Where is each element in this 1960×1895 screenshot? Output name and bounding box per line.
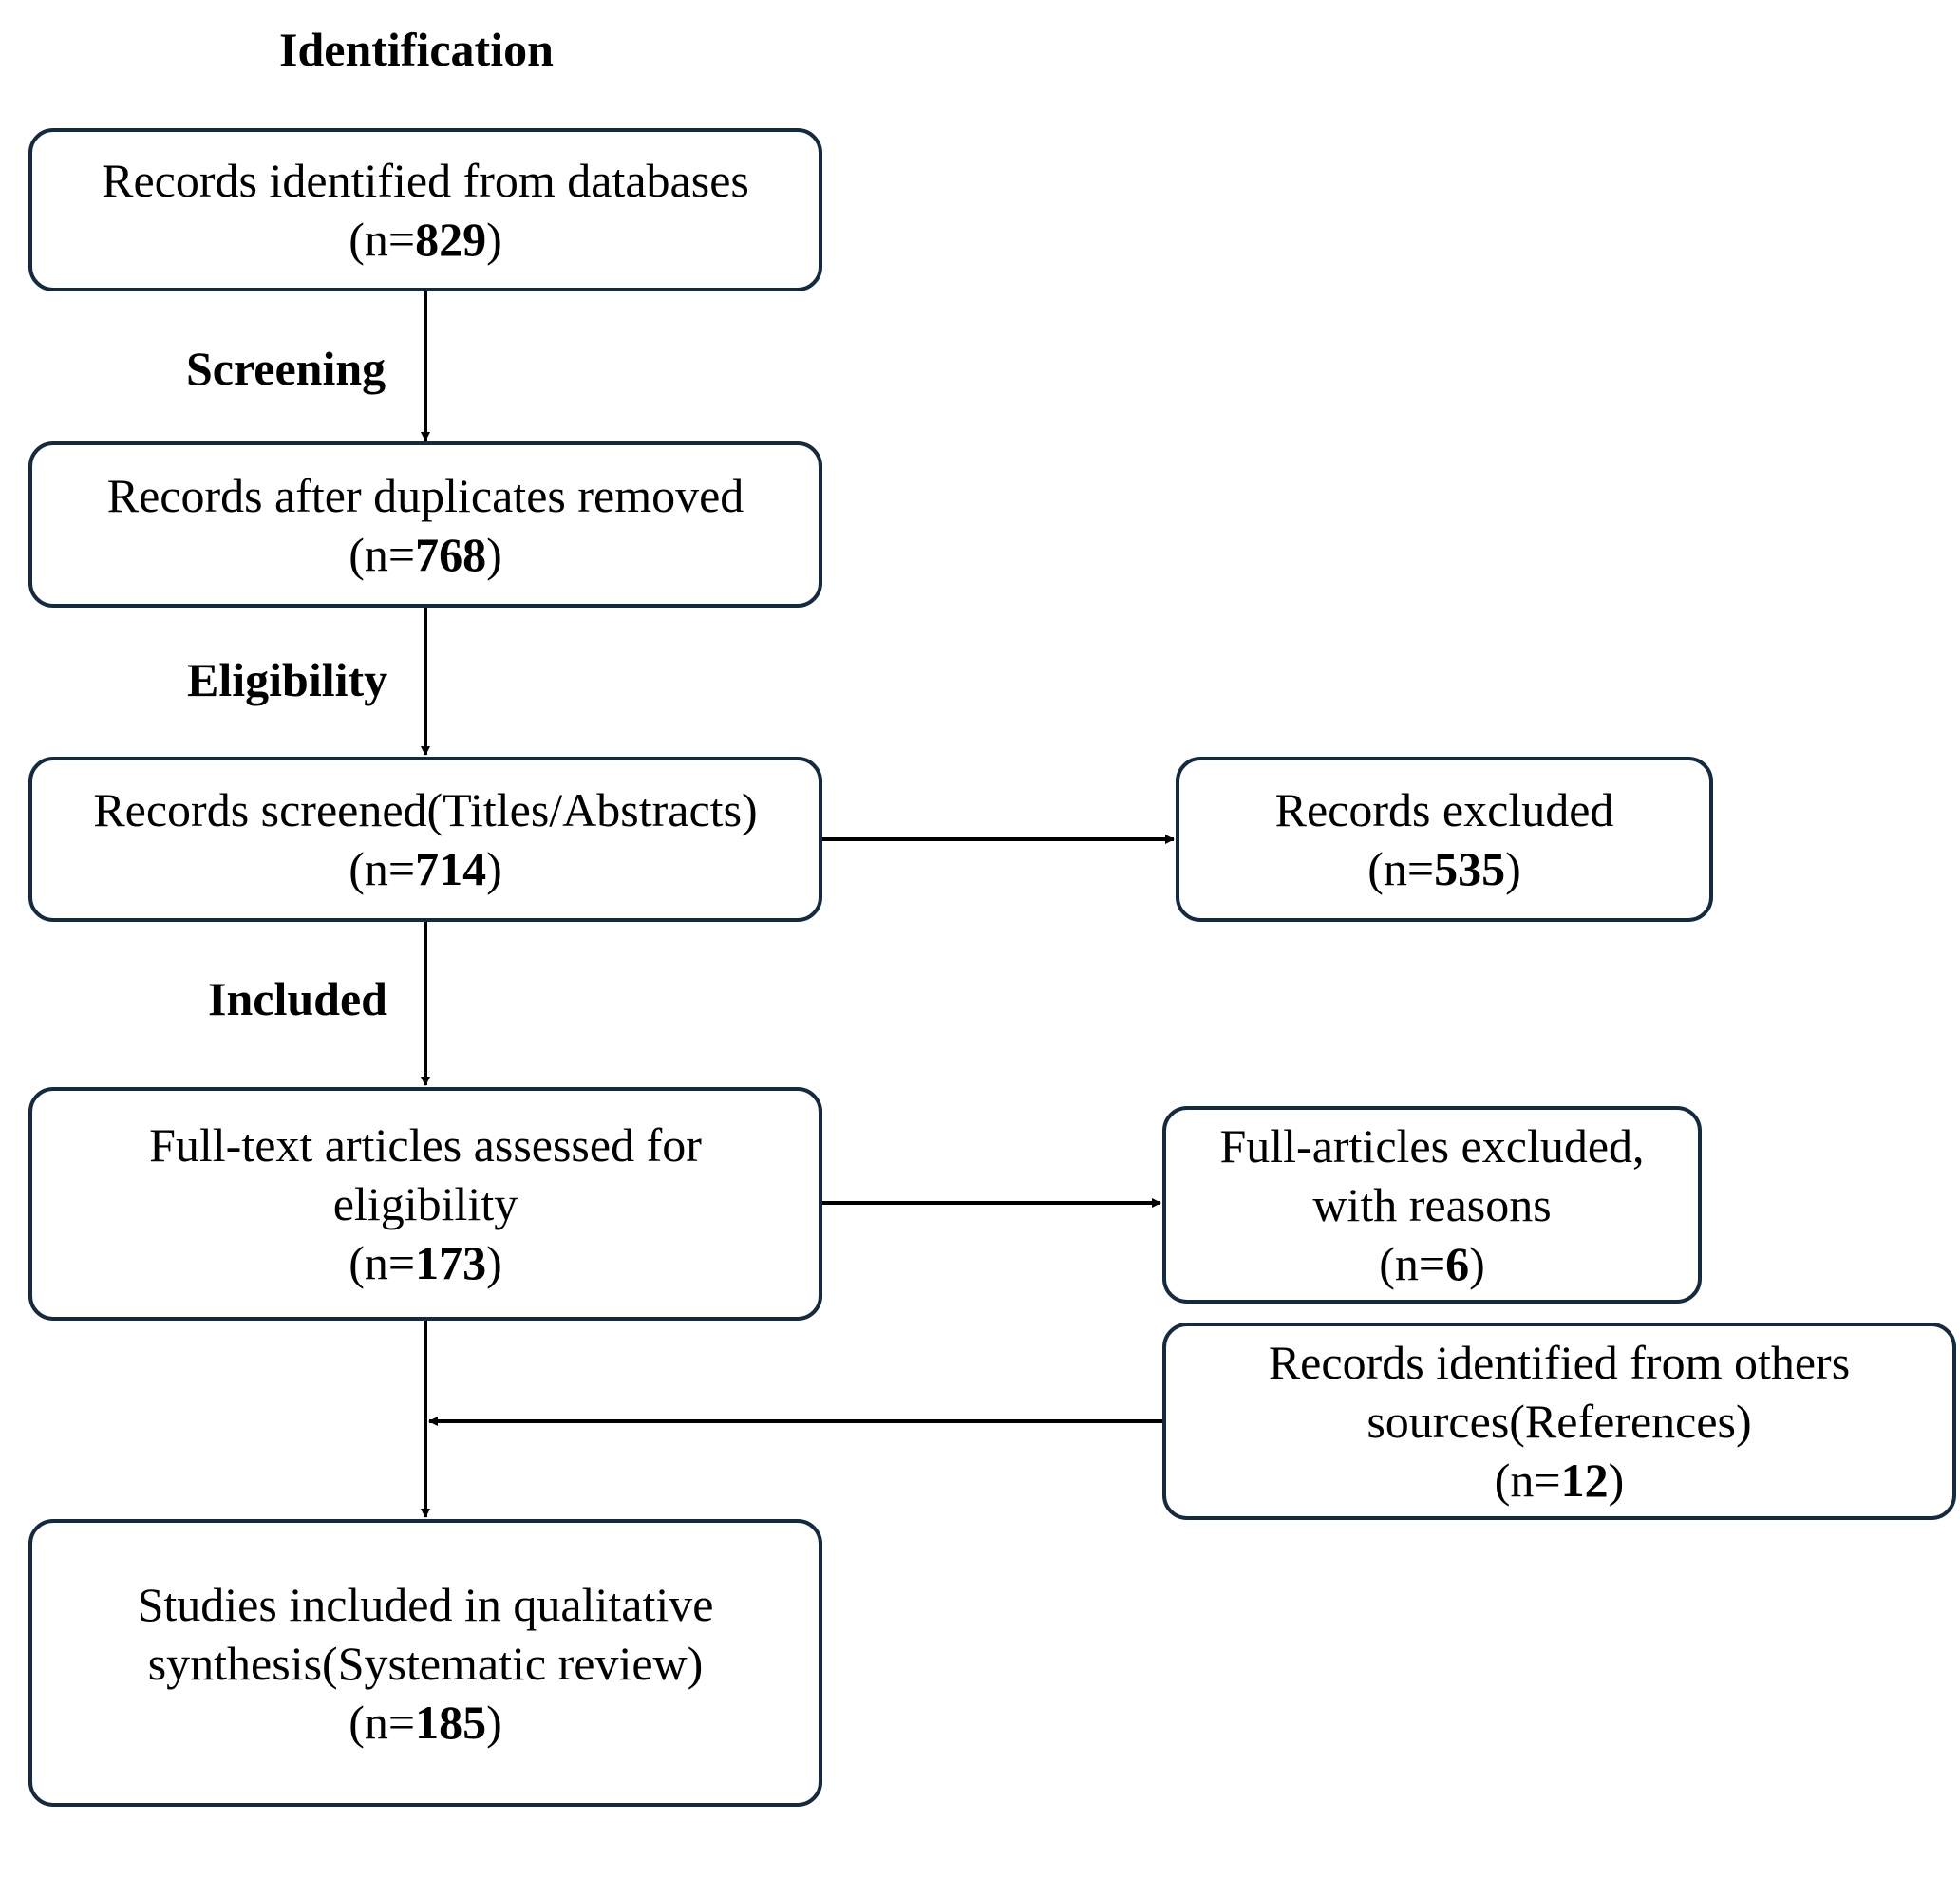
- box-text: Full-text articles assessed for: [149, 1118, 702, 1172]
- count: (n=6): [1379, 1237, 1485, 1290]
- count-value: 535: [1434, 842, 1506, 895]
- count: (n=829): [349, 213, 502, 266]
- box-studies-included: Studies included in qualitative synthesi…: [28, 1519, 822, 1807]
- count-value: 12: [1560, 1454, 1609, 1507]
- box-records-identified: Records identified from databases (n=829…: [28, 128, 822, 291]
- count-value: 173: [415, 1236, 487, 1289]
- count: (n=173): [349, 1236, 502, 1289]
- stage-label-eligibility: Eligibility: [187, 653, 388, 706]
- box-text: Full-articles excluded,: [1219, 1119, 1645, 1173]
- box-text: Records identified from databases: [102, 154, 749, 207]
- box-other-sources: Records identified from others sources(R…: [1162, 1323, 1956, 1520]
- count-value: 185: [415, 1695, 487, 1749]
- box-text: Records excluded: [1274, 783, 1614, 836]
- count: (n=714): [349, 842, 502, 895]
- count-value: 829: [415, 213, 487, 266]
- box-fulltext-excluded: Full-articles excluded, with reasons (n=…: [1162, 1106, 1702, 1304]
- count: (n=535): [1367, 842, 1521, 895]
- stage-label-identification: Identification: [279, 23, 554, 76]
- count-value: 768: [415, 527, 487, 581]
- box-text: synthesis(Systematic review): [147, 1636, 704, 1690]
- box-text: Records identified from others: [1268, 1336, 1851, 1389]
- stage-label-included: Included: [208, 972, 387, 1025]
- count: (n=768): [349, 527, 502, 581]
- box-records-excluded: Records excluded (n=535): [1176, 757, 1713, 922]
- box-records-after-duplicates: Records after duplicates removed (n=768): [28, 441, 822, 608]
- box-text: eligibility: [332, 1177, 518, 1230]
- count: (n=185): [349, 1695, 502, 1749]
- box-fulltext-assessed: Full-text articles assessed for eligibil…: [28, 1087, 822, 1321]
- box-text: sources(References): [1366, 1395, 1752, 1448]
- count: (n=12): [1494, 1454, 1625, 1507]
- box-text: Records after duplicates removed: [106, 468, 744, 522]
- box-text: Studies included in qualitative: [137, 1577, 714, 1631]
- stage-label-screening: Screening: [186, 342, 386, 395]
- box-text: Records screened(Titles/Abstracts): [93, 783, 758, 836]
- box-records-screened: Records screened(Titles/Abstracts) (n=71…: [28, 757, 822, 922]
- count-value: 714: [415, 842, 487, 895]
- box-text: with reasons: [1312, 1178, 1552, 1231]
- count-value: 6: [1445, 1237, 1470, 1290]
